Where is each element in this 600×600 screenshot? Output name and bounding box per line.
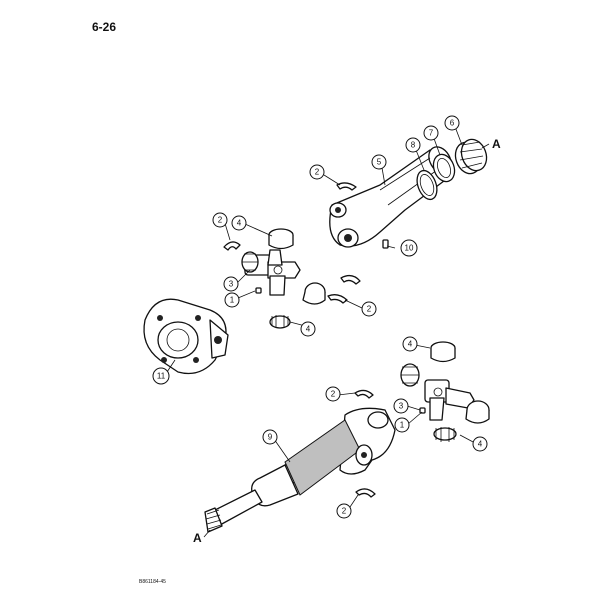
svg-text:4: 4 bbox=[408, 340, 413, 349]
svg-text:9: 9 bbox=[268, 433, 273, 442]
upper-snap-ring-bottom bbox=[327, 294, 348, 304]
svg-text:11: 11 bbox=[157, 372, 166, 381]
svg-text:1: 1 bbox=[400, 421, 405, 430]
lower-cross-spider bbox=[424, 379, 475, 421]
upper-bearing-cup-right bbox=[302, 282, 326, 305]
lower-grease-fitting-1 bbox=[419, 407, 426, 414]
callout-10: 10 bbox=[400, 239, 418, 257]
callout-2-lower-top: 2 bbox=[325, 386, 341, 402]
lower-bearing-cup-top bbox=[430, 341, 456, 363]
callout-6: 6 bbox=[444, 115, 460, 131]
svg-text:3: 3 bbox=[229, 280, 234, 289]
svg-text:2: 2 bbox=[367, 305, 372, 314]
callout-3-upper: 3 bbox=[223, 276, 239, 292]
svg-text:7: 7 bbox=[429, 129, 434, 138]
callout-2-upper-right: 2 bbox=[361, 301, 377, 317]
callout-1-upper: 1 bbox=[224, 292, 240, 308]
callout-11: 11 bbox=[152, 367, 170, 385]
washer-7 bbox=[432, 153, 456, 183]
svg-text:5: 5 bbox=[377, 158, 382, 167]
lower-snap-ring-top bbox=[354, 389, 374, 399]
callout-2-lower-bottom: 2 bbox=[336, 503, 352, 519]
seal-ring-8 bbox=[416, 169, 438, 201]
dust-cap-6 bbox=[454, 138, 488, 175]
lower-bearing-cup-bottom bbox=[433, 427, 457, 442]
grease-fitting-10 bbox=[382, 239, 389, 249]
callout-2-upper: 2 bbox=[309, 164, 325, 180]
lower-snap-ring-bottom bbox=[355, 488, 376, 498]
upper-snap-ring-left bbox=[223, 241, 241, 251]
svg-text:2: 2 bbox=[315, 168, 320, 177]
callout-4-lower-top: 4 bbox=[402, 336, 418, 352]
lower-bearing-cup-left bbox=[400, 363, 420, 387]
svg-text:4: 4 bbox=[237, 219, 242, 228]
svg-text:10: 10 bbox=[405, 244, 414, 253]
svg-text:6: 6 bbox=[450, 119, 455, 128]
flange-yoke-part bbox=[143, 298, 229, 375]
upper-grease-fitting-1 bbox=[255, 287, 262, 294]
svg-text:4: 4 bbox=[478, 440, 483, 449]
driveshaft-tube-part bbox=[204, 407, 396, 533]
svg-text:8: 8 bbox=[411, 141, 416, 150]
callout-4-upper-top: 4 bbox=[231, 215, 247, 231]
figure-code: B861184-45 bbox=[139, 579, 166, 585]
upper-snap-ring-right bbox=[340, 274, 361, 285]
upper-snap-ring-top bbox=[336, 182, 357, 191]
reference-letter-top: A bbox=[492, 137, 501, 151]
callout-9: 9 bbox=[262, 429, 278, 445]
svg-text:2: 2 bbox=[331, 390, 336, 399]
svg-text:2: 2 bbox=[218, 216, 223, 225]
lower-bearing-cup-right bbox=[465, 400, 490, 424]
reference-letter-bottom: A bbox=[193, 531, 202, 545]
callout-5: 5 bbox=[371, 154, 387, 170]
callout-4-lower-bottom: 4 bbox=[472, 436, 488, 452]
callout-3-lower: 3 bbox=[393, 398, 409, 414]
callout-7: 7 bbox=[423, 125, 439, 141]
upper-bearing-cup-top bbox=[268, 228, 294, 250]
svg-text:3: 3 bbox=[399, 402, 404, 411]
page-number: 6-26 bbox=[92, 20, 117, 34]
callout-1-lower: 1 bbox=[394, 417, 410, 433]
svg-text:1: 1 bbox=[230, 296, 235, 305]
callout-8: 8 bbox=[405, 137, 421, 153]
upper-bearing-cup-left bbox=[241, 251, 259, 273]
svg-text:2: 2 bbox=[342, 507, 347, 516]
svg-text:4: 4 bbox=[306, 325, 311, 334]
callout-2-left: 2 bbox=[212, 212, 228, 228]
callout-4-upper-bottom: 4 bbox=[300, 321, 316, 337]
upper-bearing-cup-bottom bbox=[269, 315, 291, 329]
